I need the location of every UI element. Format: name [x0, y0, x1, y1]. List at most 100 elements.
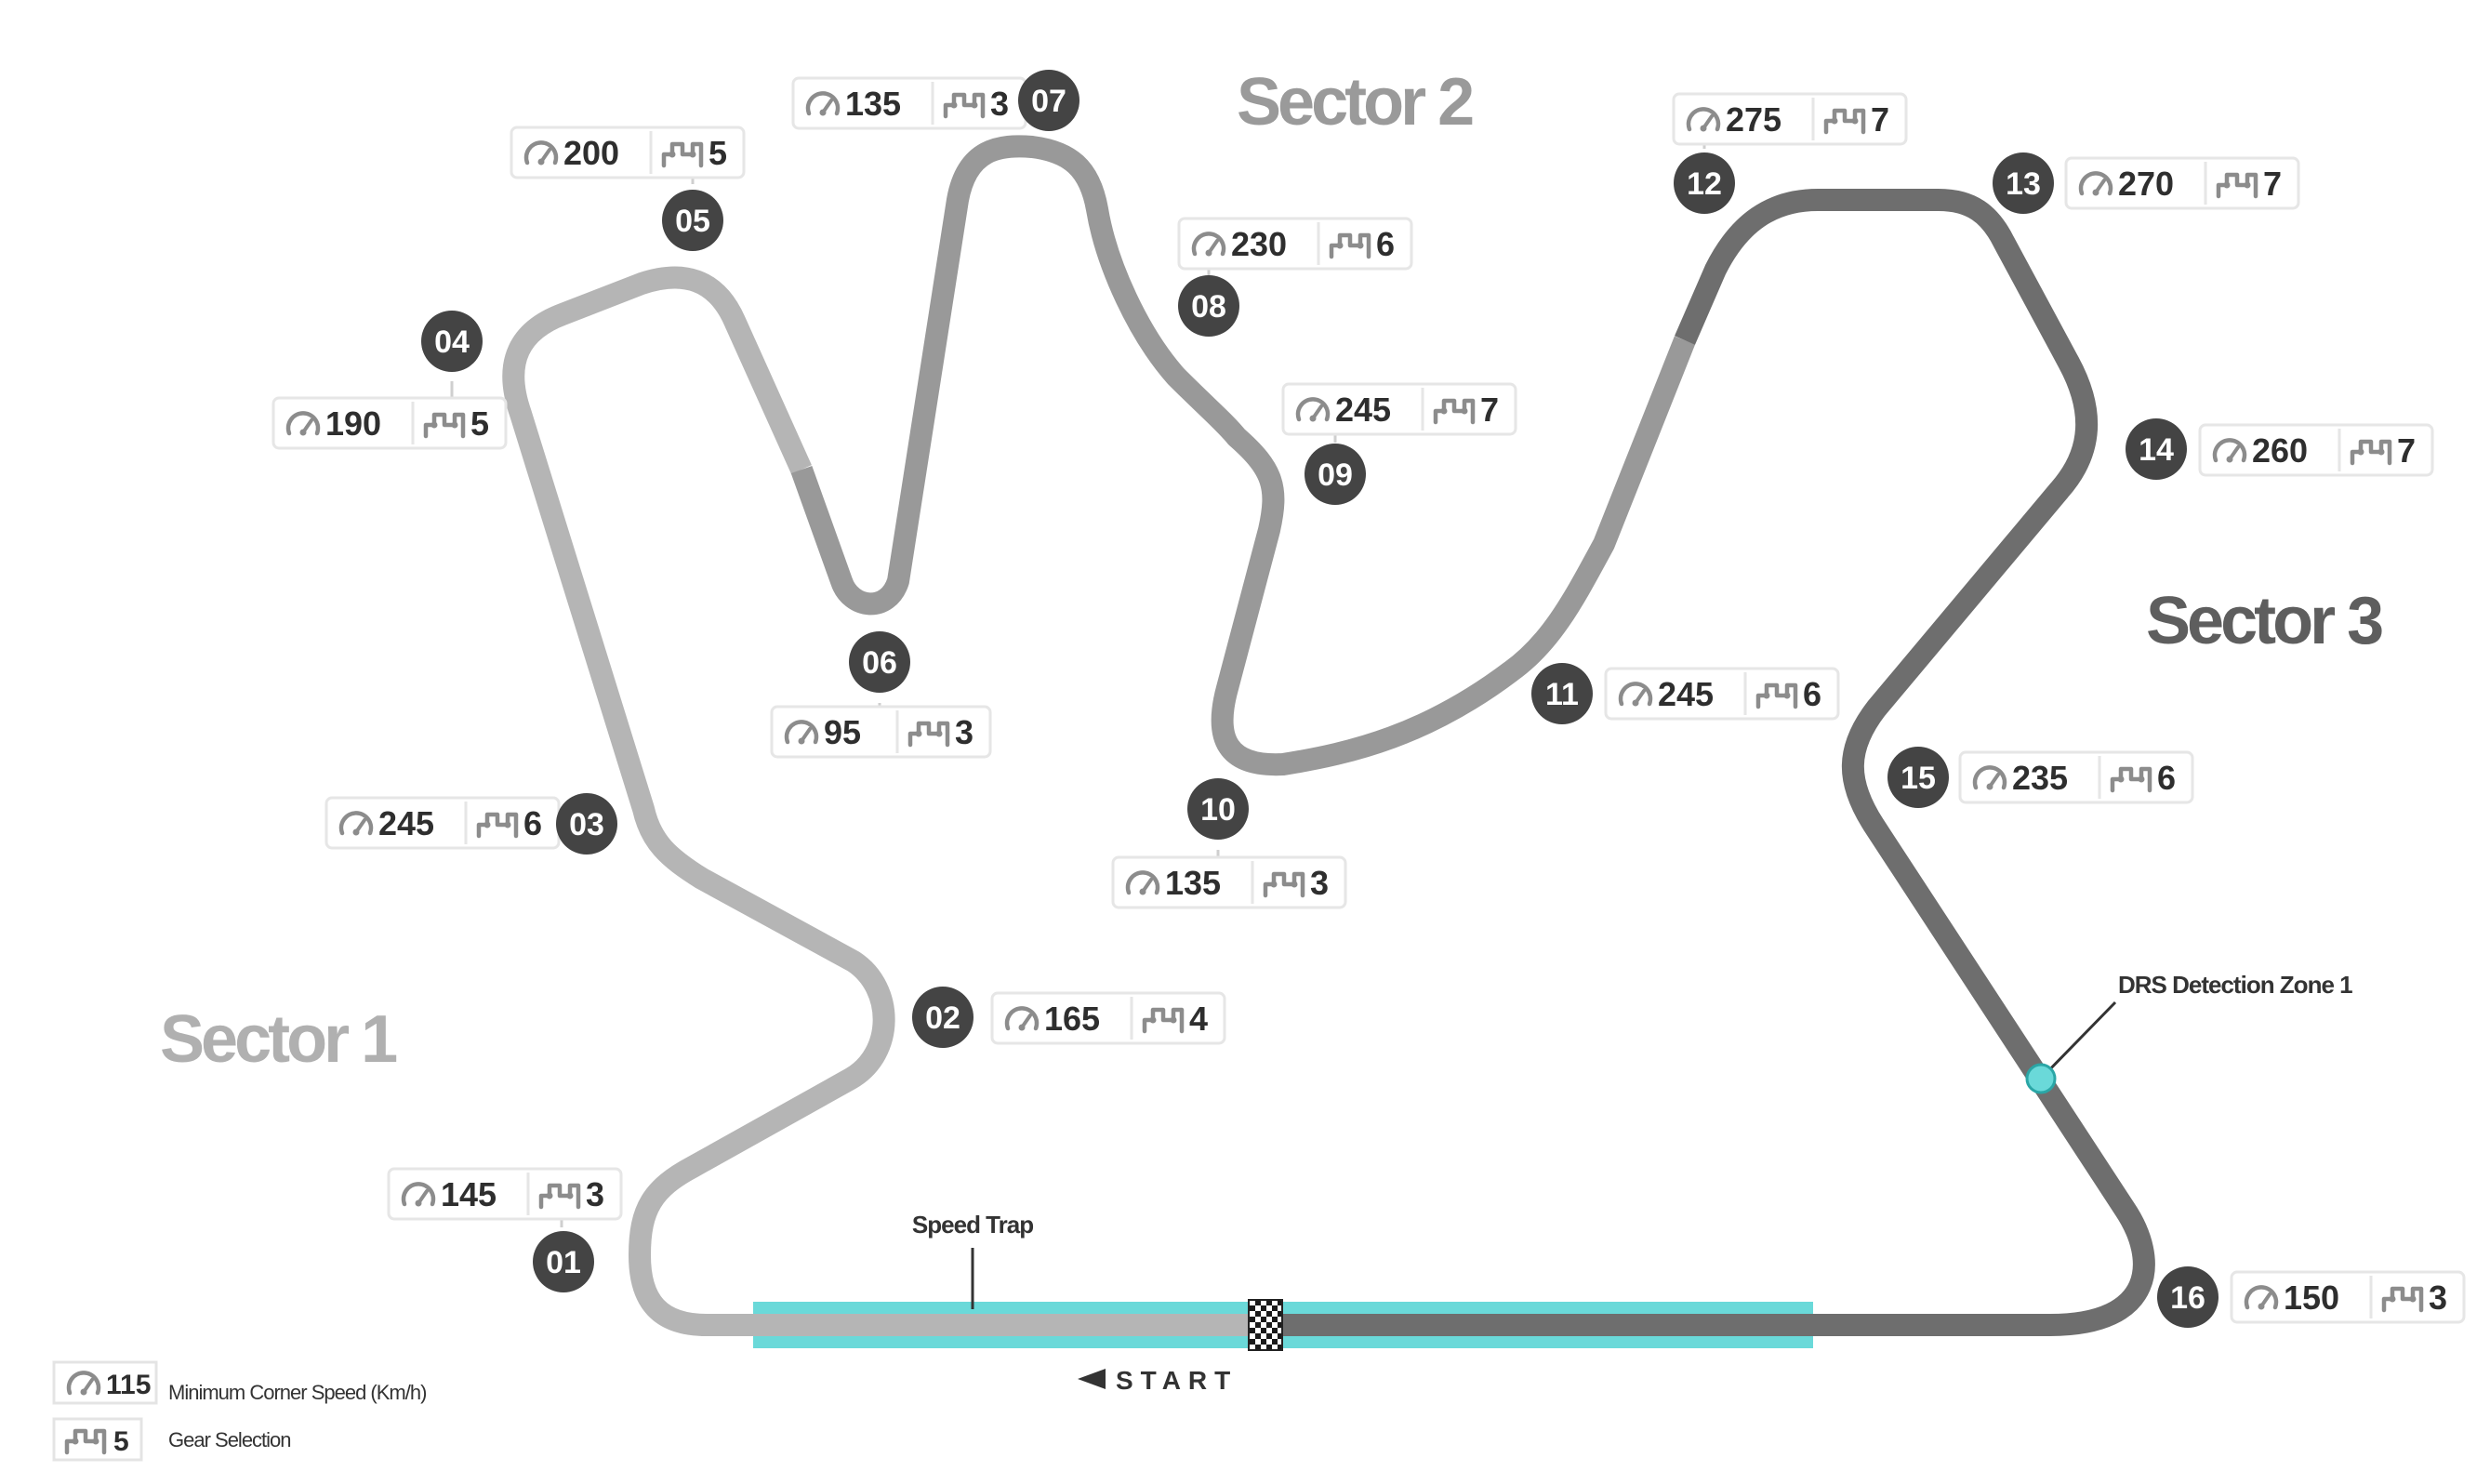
- turn-number-badge: 13: [1993, 152, 2054, 214]
- turn-number: 02: [925, 1000, 960, 1036]
- turn-min-speed: 270: [2118, 165, 2174, 203]
- turn-min-speed: 235: [2012, 759, 2068, 797]
- turn-gear: 5: [470, 404, 489, 443]
- turn-gear: 3: [1310, 864, 1329, 902]
- turn-number-badge: 05: [662, 190, 723, 251]
- turn-number: 14: [2139, 432, 2174, 468]
- start-label: START: [1116, 1366, 1238, 1395]
- turn-min-speed: 245: [1335, 391, 1391, 429]
- legend-speed-value: 115: [106, 1370, 151, 1400]
- turn-gear: 7: [1480, 391, 1499, 429]
- turn-gear: 4: [1189, 1000, 1208, 1038]
- turn-number-badge: 09: [1305, 444, 1366, 505]
- turn-gear: 3: [955, 713, 973, 751]
- turn-number: 16: [2170, 1280, 2205, 1316]
- turn-number: 08: [1191, 289, 1226, 325]
- turn-gear: 6: [523, 804, 542, 842]
- turn-number-badge: 15: [1887, 747, 1949, 808]
- turn-01: 145 301: [387, 1167, 623, 1292]
- sector-2-label: Sector 2: [1237, 65, 1473, 139]
- turn-min-speed: 190: [325, 404, 381, 443]
- turn-number: 06: [862, 645, 897, 681]
- turn-number: 09: [1318, 457, 1353, 493]
- turn-info-box: 135 3: [1111, 855, 1347, 909]
- legend-speed-label: Minimum Corner Speed (Km/h): [168, 1381, 426, 1404]
- turn-number: 10: [1200, 792, 1236, 828]
- sector-3-label: Sector 3: [2146, 584, 2382, 658]
- turn-min-speed: 95: [824, 713, 861, 751]
- turn-info-box: 270 7: [2064, 156, 2300, 210]
- turn-gear: 3: [586, 1175, 604, 1213]
- turn-gear: 7: [2397, 431, 2416, 470]
- turn-03: 245 6 03: [324, 793, 617, 855]
- drs-detection-pointer: [2039, 1000, 2117, 1080]
- turn-info-box: 135 3: [791, 76, 1027, 130]
- turn-min-speed: 245: [378, 804, 434, 842]
- turn-number: 07: [1031, 84, 1066, 119]
- drs-detection-label: DRS Detection Zone 1: [2118, 971, 2352, 999]
- legend-gear-label: Gear Selection: [168, 1428, 291, 1451]
- turn-number-badge: 12: [1674, 152, 1735, 214]
- legend: 115 Minimum Corner Speed (Km/h) 5 Gear S…: [52, 1360, 427, 1462]
- turn-10: 135 3 10: [1111, 778, 1347, 909]
- track-sector-2: [790, 135, 1696, 776]
- triangle-left-icon: [1078, 1369, 1106, 1389]
- turn-number-badge: 04: [421, 311, 483, 372]
- turn-info-box: 95 3: [770, 705, 992, 759]
- track-sector-3: [1265, 189, 2155, 1336]
- turn-info-box: 245 7: [1281, 382, 1517, 436]
- turn-info-box: 275 7: [1672, 92, 1908, 146]
- turn-number: 05: [675, 204, 710, 239]
- turn-min-speed: 200: [563, 134, 619, 172]
- turn-15: 235 6 15: [1887, 747, 2194, 808]
- turn-info-box: 145 3: [387, 1167, 623, 1221]
- drs-detection-marker: [2025, 1063, 2057, 1094]
- turn-number-badge: 08: [1178, 275, 1239, 337]
- turn-09: 245 7 09: [1281, 382, 1517, 505]
- sector-1-label: Sector 1: [160, 1002, 397, 1077]
- turn-min-speed: 135: [1165, 864, 1221, 902]
- track-sector-1: [502, 266, 1265, 1336]
- turn-gear: 6: [2157, 759, 2176, 797]
- turn-number: 11: [1545, 677, 1579, 712]
- turn-gear: 6: [1376, 225, 1395, 263]
- turn-number: 03: [569, 807, 604, 842]
- speed-trap-label: Speed Trap: [912, 1211, 1033, 1239]
- turn-gear: 7: [1871, 100, 1889, 139]
- turn-12: 275 7 12: [1672, 92, 1908, 214]
- turn-number: 13: [2006, 166, 2041, 202]
- turn-info-box: 235 6: [1958, 750, 2194, 804]
- turn-gear: 3: [990, 85, 1009, 123]
- turn-number: 01: [546, 1245, 581, 1280]
- turn-min-speed: 275: [1726, 100, 1781, 139]
- turn-gear: 7: [2263, 165, 2282, 203]
- turn-07: 135 3 07: [791, 70, 1079, 131]
- turn-min-speed: 135: [845, 85, 901, 123]
- turn-number-badge: 10: [1187, 778, 1249, 840]
- turn-gear: 6: [1803, 675, 1821, 713]
- turn-13: 270 7 13: [1993, 152, 2300, 214]
- turn-min-speed: 150: [2284, 1279, 2339, 1317]
- turn-number: 12: [1687, 166, 1722, 202]
- turn-min-speed: 145: [441, 1175, 497, 1213]
- turn-number: 04: [434, 325, 470, 360]
- turn-06: 95 3 06: [770, 631, 992, 759]
- turn-number-badge: 06: [849, 631, 910, 693]
- turn-number-badge: 01: [533, 1231, 594, 1292]
- turn-number: 15: [1901, 761, 1936, 796]
